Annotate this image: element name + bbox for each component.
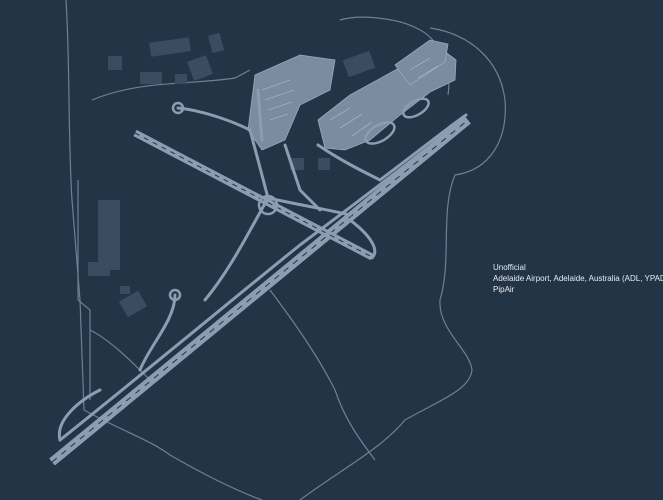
apron-stand-lines [329,57,439,137]
ga-link-taxiway [256,88,264,142]
eastern-boundary [299,27,506,500]
terminal-pier [394,39,449,86]
south-loop-taxiway [57,388,102,442]
runway-cross [133,129,374,261]
south-access-road [89,329,151,381]
caption-status: Unofficial [493,263,526,272]
central-roundabout [257,194,279,216]
caption-airport-name: Adelaide Airport, Adelaide, Australia (A… [493,274,663,283]
western-hangar [98,200,120,270]
cargo-building [342,50,376,78]
parking-structure [318,158,330,170]
north-taxiway [176,106,270,200]
western-road [77,180,91,400]
map-caption: Unofficial Adelaide Airport, Adelaide, A… [493,262,663,295]
cross-connector [266,196,352,217]
small-shed [120,286,130,294]
buildings [88,32,376,318]
hangar-6 [207,32,225,54]
south-cross-taxiway [348,218,377,260]
terminal-loop-2 [402,97,430,119]
caption-author: PipAir [493,285,515,294]
apron-markings [261,57,439,137]
southwest-hangar [118,290,148,318]
northern-road [91,69,251,101]
hangar-1 [149,37,191,57]
parallel-taxiway [58,118,464,442]
hangar-4 [175,74,187,84]
holding-loops [168,97,430,302]
central-taxiway [203,196,270,302]
west-taxiway [138,293,177,372]
southern-road [269,289,376,461]
runway-main [49,116,471,466]
taxiways [57,88,468,442]
apron-link-taxiway [283,143,322,212]
western-shed [88,262,110,276]
north-turning-loop [171,101,185,115]
terminal-loop-1 [364,121,396,145]
hangar-3 [140,72,162,84]
aprons [247,39,457,151]
runways [49,116,471,466]
hangar-5 [187,55,213,81]
ga-stand-lines [261,79,295,121]
hangar-2 [108,56,122,70]
east-taxiway [316,113,468,182]
west-turning-loop [168,288,182,302]
